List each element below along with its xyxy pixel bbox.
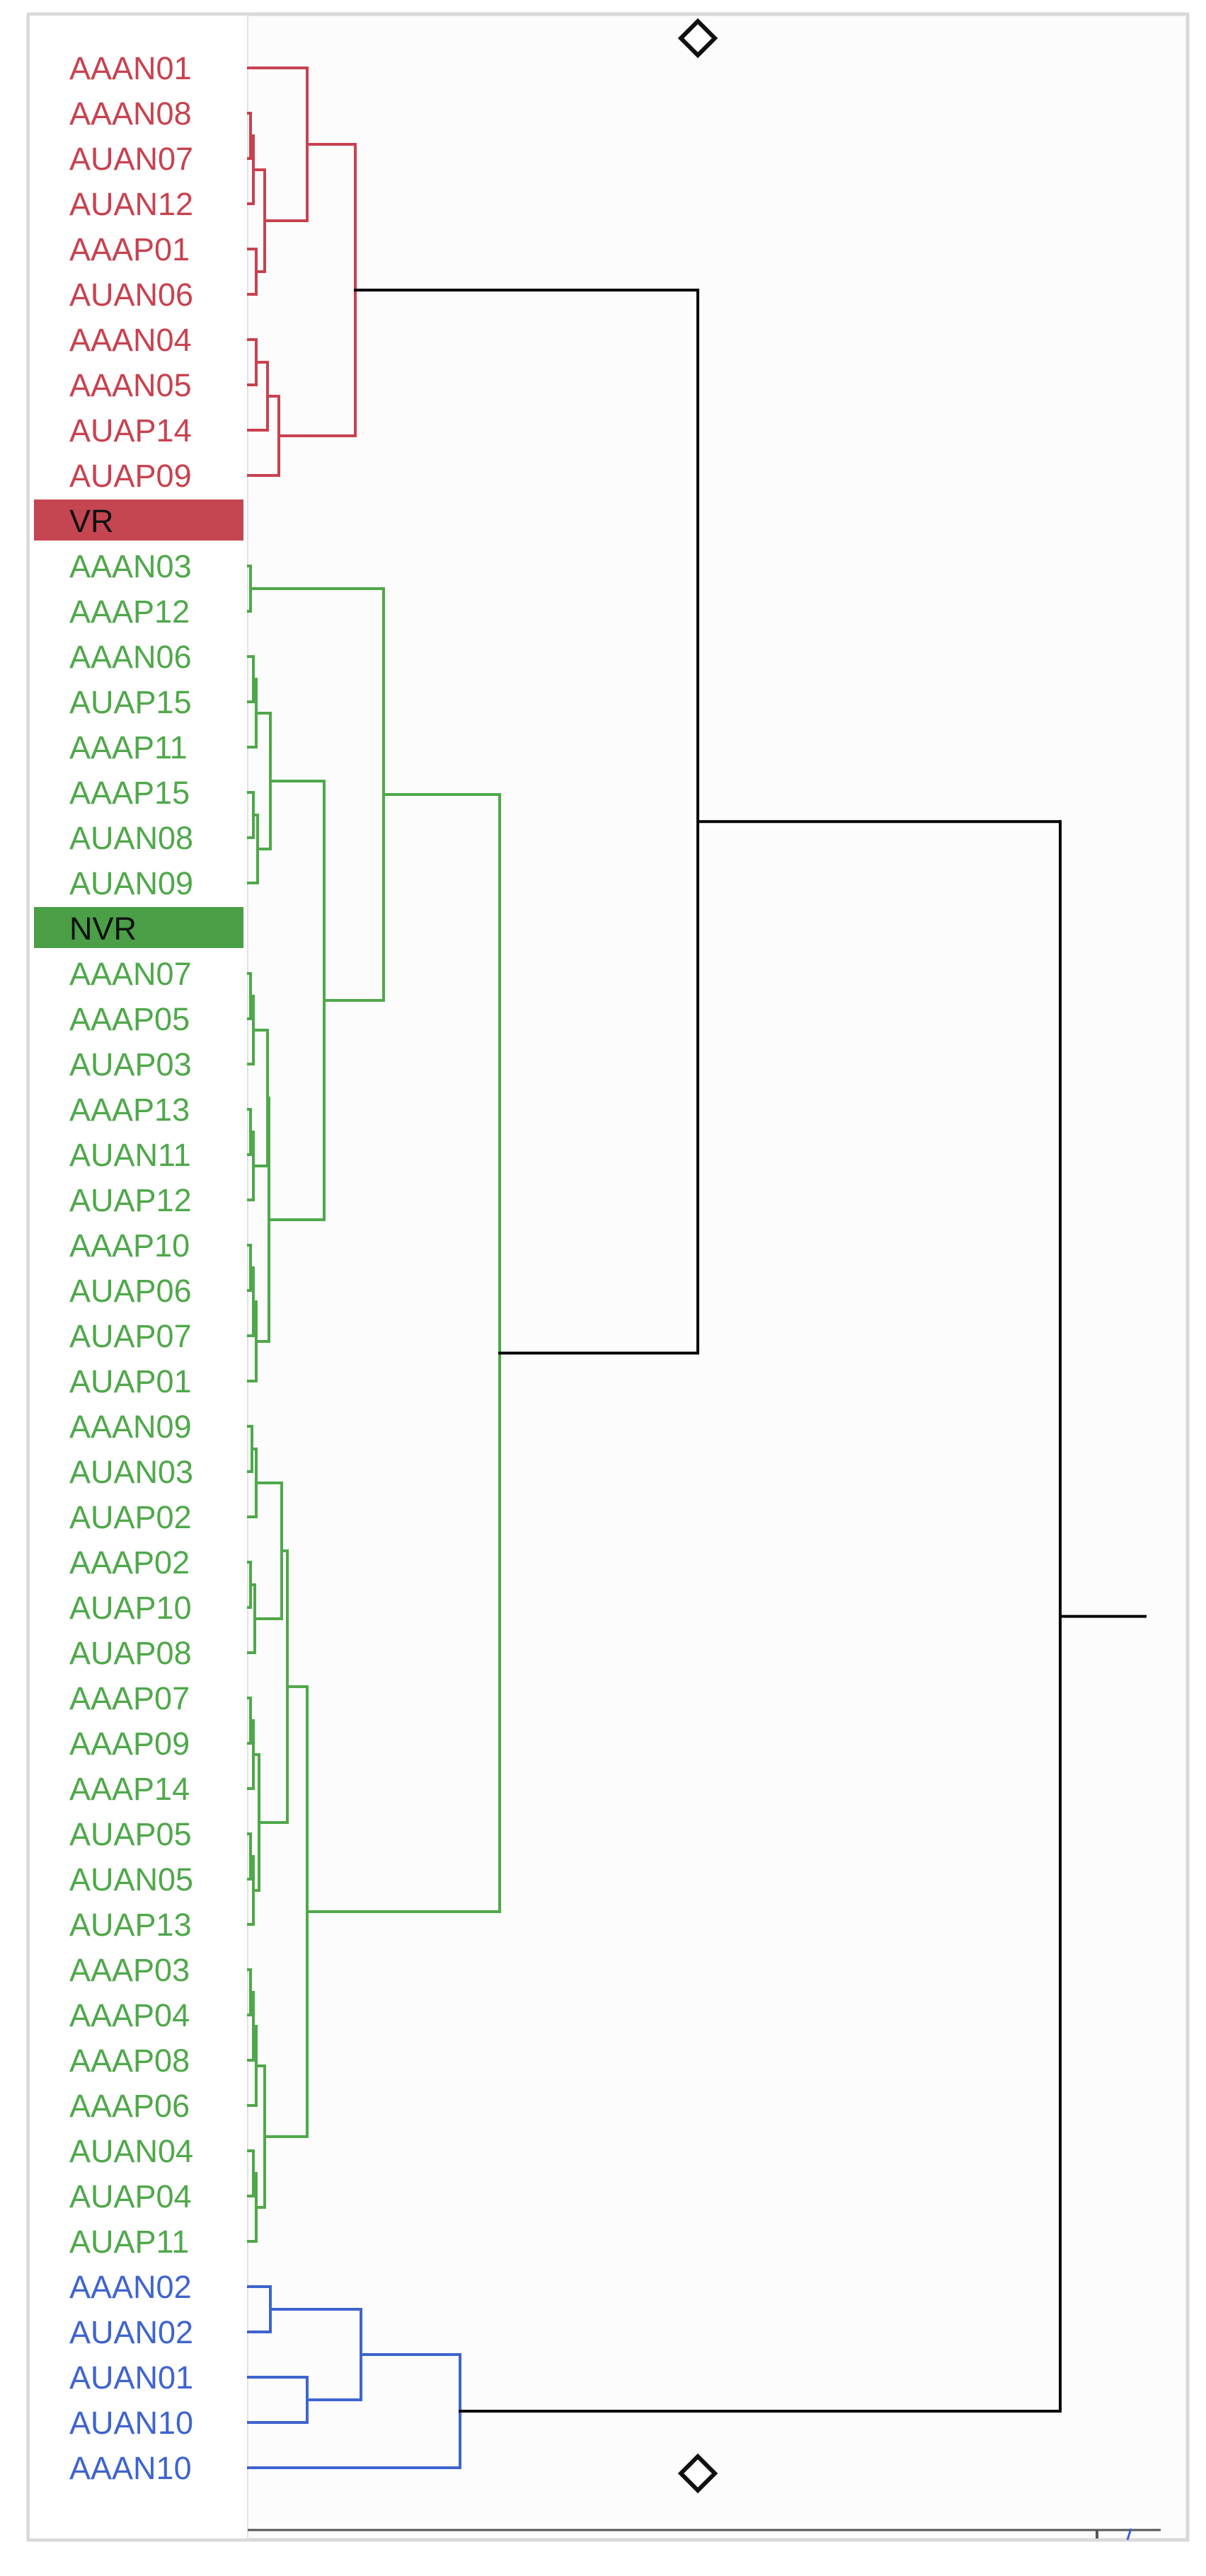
leaf-label: AUAP13	[69, 1907, 192, 1943]
leaf-label: AAAP10	[69, 1228, 190, 1264]
leaf-label: AUAN07	[69, 141, 193, 177]
leaf-label: AAAN06	[69, 639, 192, 675]
diamond-icon[interactable]	[677, 18, 718, 59]
leaf-label: AUAP01	[69, 1363, 192, 1399]
leaf-label: AAAP01	[69, 231, 190, 267]
leaf-label: AUAP02	[69, 1499, 192, 1535]
leaf-label: AUAP14	[69, 412, 192, 449]
nvr-group-label: NVR	[69, 911, 137, 947]
leaf-label: AUAP06	[69, 1273, 192, 1309]
leaf-label: AAAN01	[69, 50, 192, 86]
axis-mark	[1126, 2528, 1132, 2541]
leaf-label: AUAN04	[69, 2133, 193, 2169]
leaf-label: AAAN02	[69, 2269, 192, 2305]
leaf-label: AUAN05	[69, 1861, 193, 1898]
leaf-label: AAAP09	[69, 1726, 190, 1762]
leaf-label: AAAP04	[69, 1997, 190, 2033]
leaf-label: AAAP12	[69, 594, 190, 630]
leaf-label: AUAN03	[69, 1454, 193, 1490]
leaf-label: AUAP05	[69, 1816, 192, 1852]
x-axis	[248, 2528, 1161, 2541]
leaf-label: AAAP05	[69, 1001, 190, 1037]
leaf-label: AUAN01	[69, 2360, 193, 2396]
leaf-label: AUAN09	[69, 865, 193, 901]
leaf-label: AUAN11	[69, 1137, 191, 1173]
leaf-label: AAAN10	[69, 2450, 192, 2486]
leaf-label: AUAN08	[69, 820, 193, 856]
leaf-label: AUAN06	[69, 277, 193, 313]
leaf-label: AAAN03	[69, 548, 192, 584]
leaf-label: AAAP03	[69, 1952, 190, 1988]
leaf-label: AAAN04	[69, 322, 192, 358]
dendrogram-tree	[247, 67, 1147, 2469]
leaf-label: AAAN05	[69, 367, 192, 403]
leaf-labels: AAAN01AAAN08AUAN07AUAN12AAAP01AUAN06AAAN…	[69, 50, 193, 2486]
bottom-diamond-icon[interactable]	[677, 2453, 718, 2494]
leaf-label: AUAP12	[69, 1182, 192, 1218]
leaf-label: AUAP10	[69, 1590, 192, 1626]
leaf-label: AAAP06	[69, 2088, 190, 2124]
leaf-label: AAAP13	[69, 1092, 190, 1128]
nvr-group-band	[34, 907, 243, 948]
leaf-label: AUAP11	[69, 2224, 189, 2260]
leaf-label: AAAN07	[69, 956, 192, 992]
leaf-label: AAAP02	[69, 1544, 190, 1581]
leaf-label: AUAN10	[69, 2405, 193, 2441]
leaf-label: AUAP07	[69, 1318, 192, 1354]
label-column	[30, 16, 246, 2539]
leaf-label: AUAP08	[69, 1635, 192, 1671]
leaf-label: AAAP15	[69, 775, 190, 811]
leaf-label: AAAP08	[69, 2043, 190, 2079]
leaf-label: AUAN02	[69, 2314, 193, 2350]
leaf-label: AAAN08	[69, 96, 192, 132]
leaf-label: AAAP07	[69, 1680, 190, 1716]
leaf-label: AUAP03	[69, 1046, 192, 1082]
vr-group-label: VR	[69, 503, 114, 539]
leaf-label: AAAP11	[69, 729, 188, 766]
leaf-label: AUAP15	[69, 684, 192, 720]
leaf-label: AUAP04	[69, 2178, 192, 2214]
top-diamond-icon[interactable]	[677, 18, 718, 59]
diamond-icon[interactable]	[677, 2453, 718, 2494]
leaf-label: AAAN09	[69, 1409, 192, 1445]
vr-group-band	[34, 499, 243, 541]
leaf-label: AUAN12	[69, 186, 193, 222]
leaf-label: AUAP09	[69, 458, 192, 494]
group-bands: VR NVR	[34, 499, 243, 948]
leaf-label: AAAP14	[69, 1771, 190, 1807]
